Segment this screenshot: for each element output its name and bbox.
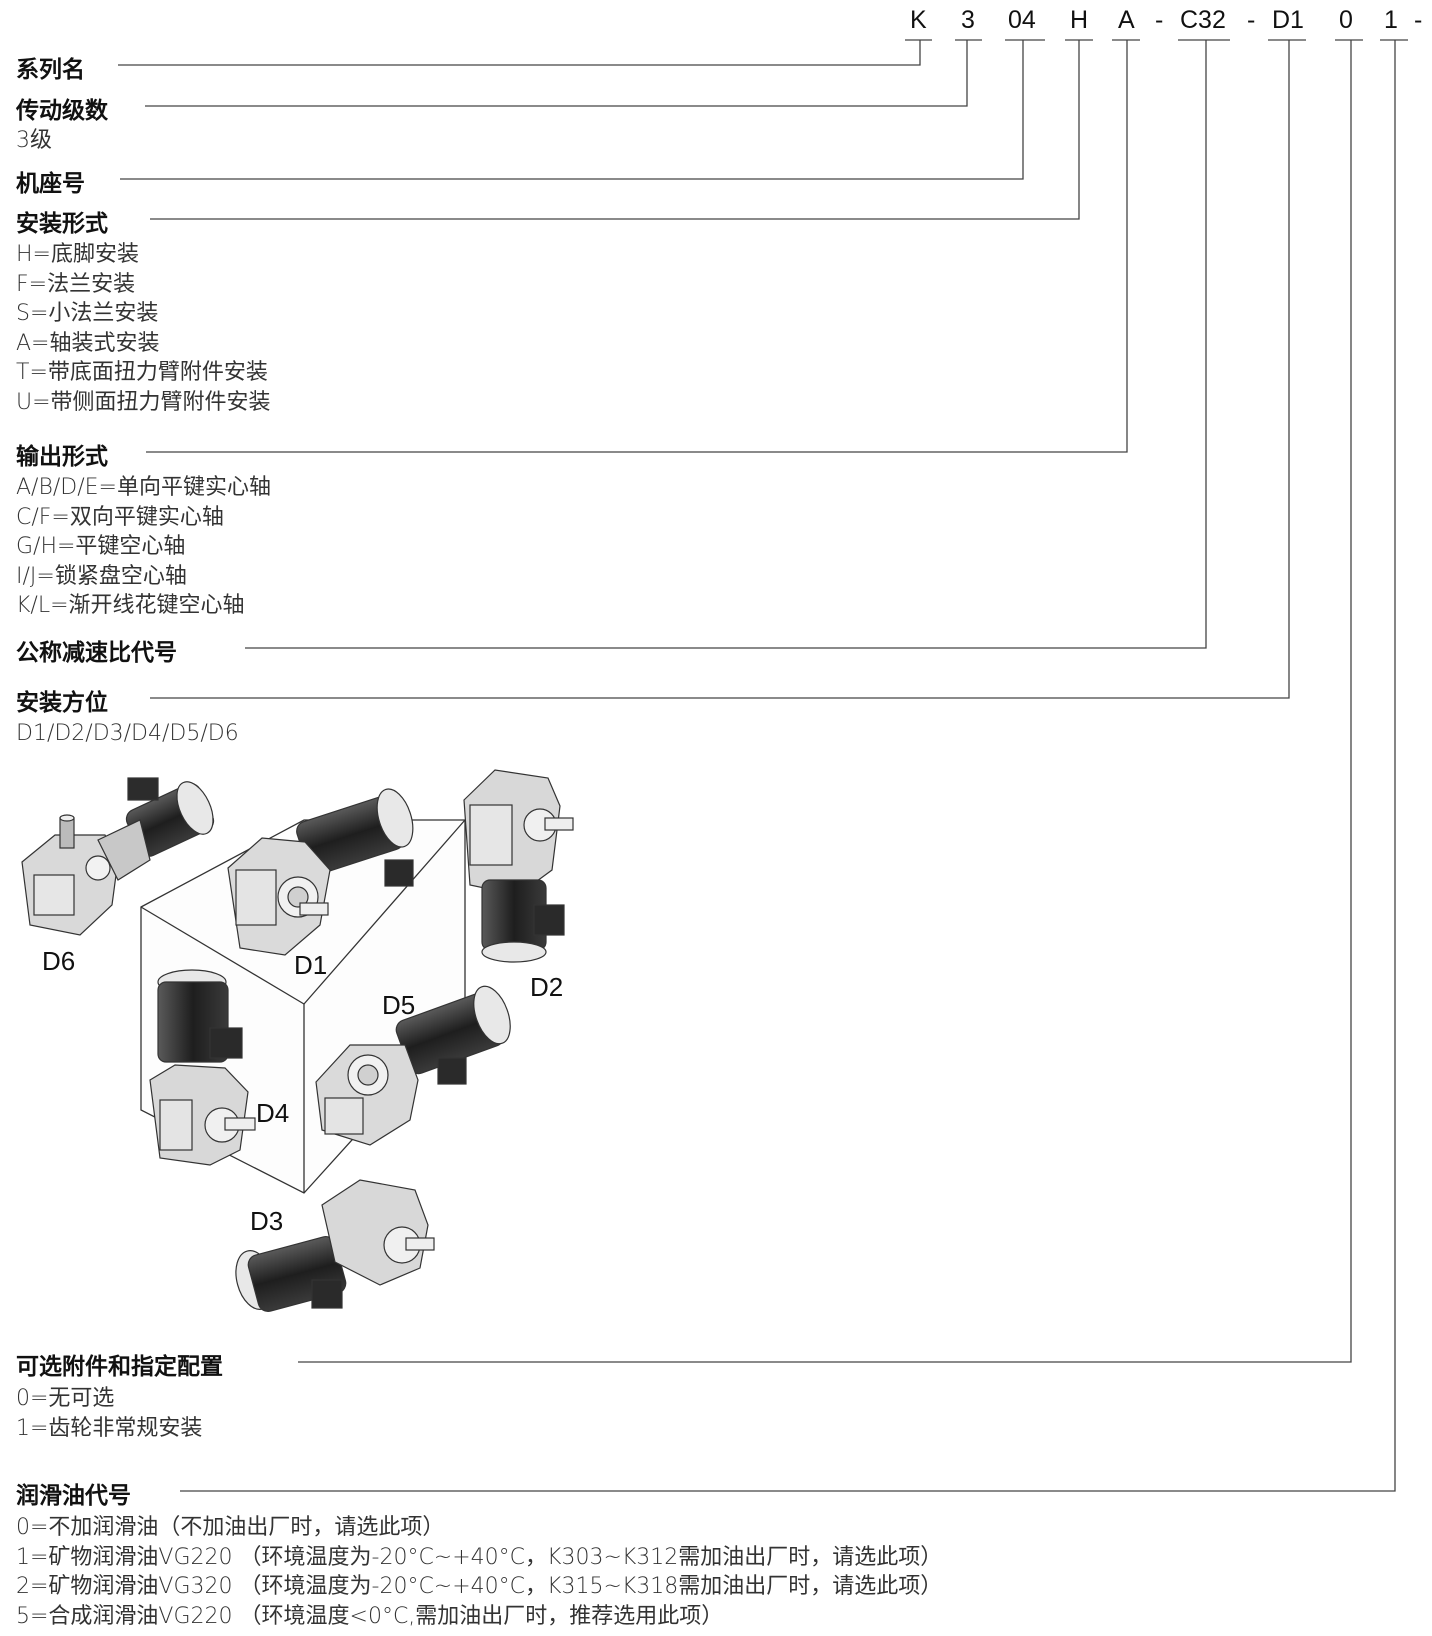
code-stages: 3 [961,6,975,34]
code-dash: - [1155,6,1164,34]
label-d3: D3 [250,1206,284,1236]
section-desc-options: 0=无可选 1=齿轮非常规安装 [16,1384,202,1443]
desc-line: H=底脚安装 [16,242,139,267]
desc-line: 0=不加润滑油（不加油出厂时，请选此项） [16,1515,445,1540]
gearbox-d3 [235,1179,435,1313]
desc-line: S=小法兰安装 [16,301,159,326]
section-title-stages: 传动级数 [16,98,108,124]
section-title-options: 可选附件和指定配置 [16,1354,223,1380]
code-lube: 1 [1384,6,1398,34]
desc-line: 5=合成润滑油VG220 （环境温度<0°C,需加油出厂时，推荐选用此项） [16,1603,724,1629]
gearbox-d6 [21,777,215,936]
section-title-lube: 润滑油代号 [16,1483,131,1509]
desc-line: 1=齿轮非常规安装 [16,1415,203,1441]
desc-line: 1=矿物润滑油VG220 （环境温度为-20°C~+40°C，K303~K312… [16,1544,943,1570]
code-series: K [910,6,927,34]
code-dash: - [1247,6,1256,34]
code-frame: 04 [1008,6,1036,34]
desc-line: F=法兰安装 [16,271,136,297]
desc-line: A/B/D/E=单向平键实心轴 [16,475,271,500]
section-title-series: 系列名 [16,57,85,83]
gearbox-d1 [227,788,414,956]
section-desc-mounting: H=底脚安装 F=法兰安装 S=小法兰安装 A=轴装式安装 T=带底面扭力臂附件… [16,240,271,417]
label-d2: D2 [530,972,564,1002]
desc-line: K/L=渐开线花键空心轴 [16,593,245,618]
label-d4: D4 [256,1098,290,1128]
code-ratio: C32 [1180,6,1226,34]
label-d1: D1 [294,950,328,980]
section-title-output: 输出形式 [16,444,108,470]
code-position: D1 [1272,6,1304,34]
section-title-frame: 机座号 [16,171,85,197]
section-title-ratio: 公称减速比代号 [16,640,177,666]
section-desc-stages: 3级 [16,126,52,156]
section-desc-lube: 0=不加润滑油（不加油出厂时，请选此项） 1=矿物润滑油VG220 （环境温度为… [16,1513,942,1631]
section-desc-position: D1/D2/D3/D4/D5/D6 [16,719,239,749]
desc-line: A=轴装式安装 [16,330,160,356]
desc-line: 3级 [16,128,52,153]
desc-line: U=带侧面扭力臂附件安装 [16,389,271,415]
desc-line: I/J=锁紧盘空心轴 [16,563,187,589]
desc-line: G/H=平键空心轴 [16,534,186,559]
code-options: 0 [1339,6,1353,34]
desc-line: 2=矿物润滑油VG320 （环境温度为-20°C~+40°C，K315~K318… [16,1574,943,1599]
label-d5: D5 [382,990,416,1020]
section-desc-output: A/B/D/E=单向平键实心轴 C/F=双向平键实心轴 G/H=平键空心轴 I/… [16,473,271,621]
section-title-mounting: 安装形式 [16,211,108,237]
desc-line: C/F=双向平键实心轴 [16,504,224,530]
code-output: A [1118,6,1135,34]
gearbox-d4 [149,969,256,1166]
section-title-position: 安装方位 [16,690,108,716]
desc-line: T=带底面扭力臂附件安装 [16,360,268,385]
gearbox-d2 [463,769,574,963]
label-d6: D6 [42,946,76,976]
code-dash: - [1414,6,1423,34]
code-mounting: H [1070,6,1089,34]
gearbox-d5 [315,985,511,1146]
desc-line: D1/D2/D3/D4/D5/D6 [16,721,239,746]
desc-line: 0=无可选 [16,1386,115,1411]
